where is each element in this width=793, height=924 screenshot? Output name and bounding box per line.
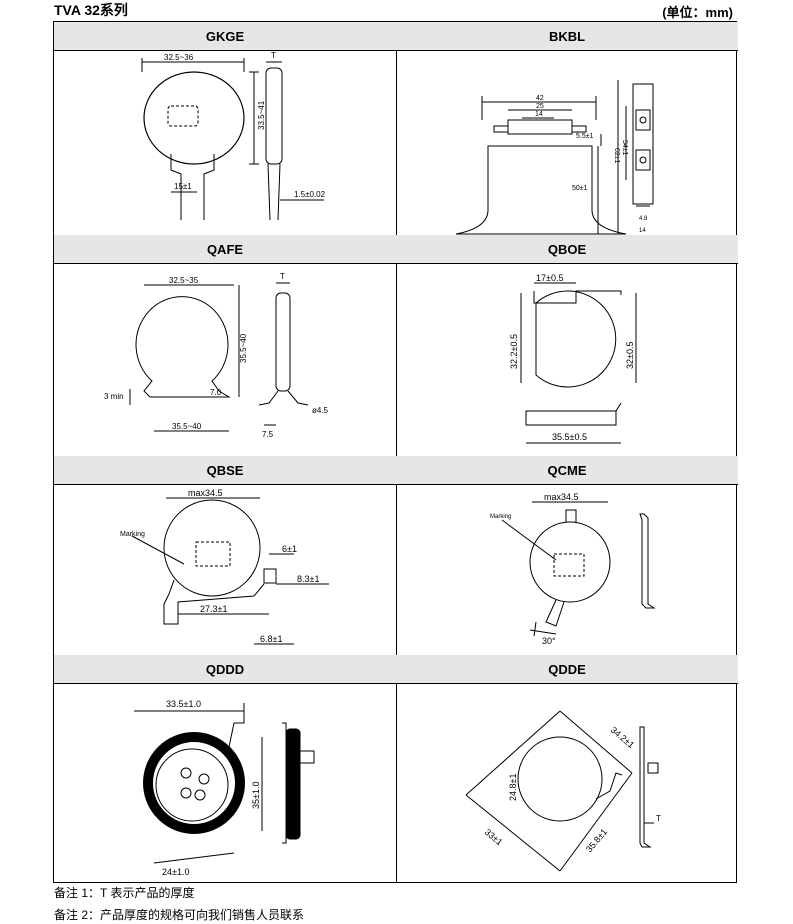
marking-label: Marking xyxy=(120,531,145,538)
dim-24: 24±1.0 xyxy=(162,867,189,877)
dim-14: 14 xyxy=(535,111,543,118)
dim-50: 50±1 xyxy=(572,185,588,192)
cell-qdde: QDDE 34.2±1 24.8±1 33±1 35.8±1 T xyxy=(396,655,738,884)
dim-32-2: 32.2±0.5 xyxy=(509,334,519,369)
dim-42: 42 xyxy=(536,95,544,102)
cell-header: BKBL xyxy=(396,22,738,51)
drawing-grid: GKGE 32.5~36 T 33.5~41 15±1 1.5±0.02 xyxy=(53,21,738,884)
dim-32: 32±0.5 xyxy=(625,342,635,369)
dim-max: max34.5 xyxy=(188,488,223,498)
dim-max: max34.5 xyxy=(544,492,579,502)
dim-54: 54±1 xyxy=(621,140,628,156)
cell-header: QCME xyxy=(396,456,738,485)
dim-dia: ø4.5 xyxy=(312,406,329,415)
dim-thickness: T xyxy=(280,272,285,281)
cell-qboe: QBOE 17±0.5 32.2±0.5 32±0.5 35.5±0.5 xyxy=(396,235,738,456)
dim-base: 35.5~40 xyxy=(172,422,202,431)
marking-label: Marking xyxy=(490,514,511,520)
dim-min: 3 min xyxy=(104,392,124,401)
dim-pitch: 15±1 xyxy=(174,182,192,191)
cell-header: QDDD xyxy=(54,655,396,684)
cell-qcme: QCME max34.5 Marking 30° xyxy=(396,456,738,655)
gkge-drawing: 32.5~36 T 33.5~41 15±1 1.5±0.02 xyxy=(141,51,326,221)
dim-8-3: 8.3±1 xyxy=(297,574,319,584)
dim-thickness: T xyxy=(271,51,276,60)
cell-header: QBOE xyxy=(396,235,738,264)
cell-qbse: QBSE max34.5 Marking 6±1 8.3±1 27.3±1 6.… xyxy=(54,456,396,655)
qbse-drawing: max34.5 Marking 6±1 8.3±1 27.3±1 6.8±1 xyxy=(120,488,329,645)
page-title: TVA 32系列 xyxy=(54,2,128,18)
dim-33-5: 33.5±1.0 xyxy=(166,699,201,709)
qboe-drawing: 17±0.5 32.2±0.5 32±0.5 35.5±0.5 xyxy=(509,273,637,444)
dim-34-2: 34.2±1 xyxy=(609,725,636,750)
dim-width: 32.5~36 xyxy=(164,53,194,62)
dim-14b: 14 xyxy=(639,228,646,234)
cell-bkbl: BKBL 42 25 14 5.5±1 62±1 xyxy=(396,22,738,235)
dim-4-8: 4.8 xyxy=(639,216,648,222)
dim-6-8: 6.8±1 xyxy=(260,634,282,644)
dim-62: 62±1 xyxy=(613,148,620,164)
qcme-drawing: max34.5 Marking 30° xyxy=(490,492,656,646)
dim-33: 33±1 xyxy=(483,827,505,847)
dim-height: 33.5~41 xyxy=(257,100,266,130)
dim-7: 7.0 xyxy=(210,388,222,397)
dim-7-5: 7.5 xyxy=(262,430,274,439)
bkbl-drawing: 42 25 14 5.5±1 62±1 54±1 50±1 4.8 14 xyxy=(455,80,654,235)
cell-header: QDDE xyxy=(396,655,738,684)
cell-header: QAFE xyxy=(54,235,396,264)
cell-header: QBSE xyxy=(54,456,396,485)
column-divider xyxy=(396,22,397,882)
dim-lead: 1.5±0.02 xyxy=(294,190,326,199)
cell-gkge: GKGE 32.5~36 T 33.5~41 15±1 1.5±0.02 xyxy=(54,22,396,235)
dim-27-3: 27.3±1 xyxy=(200,604,227,614)
dim-24-8: 24.8±1 xyxy=(508,774,518,801)
dim-height: 35.5~40 xyxy=(239,333,248,363)
cell-header: GKGE xyxy=(54,22,396,51)
cell-qddd: QDDD 33.5±1.0 35±1.0 24±1.0 xyxy=(54,655,396,884)
dim-25: 25 xyxy=(536,103,544,110)
dim-thickness: T xyxy=(656,814,661,823)
dim-17: 17±0.5 xyxy=(536,273,563,283)
qddd-drawing: 33.5±1.0 35±1.0 24±1.0 xyxy=(134,699,315,877)
dim-width: 32.5~35 xyxy=(169,276,199,285)
dim-35-5: 35.5±0.5 xyxy=(552,432,587,442)
unit-label: (单位：mm) xyxy=(662,5,733,20)
cell-qafe: QAFE 32.5~35 T 35.5~40 3 min 7.0 35.5~40… xyxy=(54,235,396,456)
note-1: 备注 1：T 表示产品的厚度 xyxy=(54,886,195,900)
qafe-drawing: 32.5~35 T 35.5~40 3 min 7.0 35.5~40 7.5 … xyxy=(104,272,329,439)
dim-35: 35±1.0 xyxy=(251,782,261,809)
dim-5-5: 5.5±1 xyxy=(576,133,594,140)
note-2: 备注 2：产品厚度的规格可向我们销售人员联系 xyxy=(54,908,305,922)
qdde-drawing: 34.2±1 24.8±1 33±1 35.8±1 T xyxy=(465,710,661,872)
dim-angle: 30° xyxy=(542,636,556,646)
dim-35-8: 35.8±1 xyxy=(584,827,609,854)
dim-6: 6±1 xyxy=(282,544,297,554)
